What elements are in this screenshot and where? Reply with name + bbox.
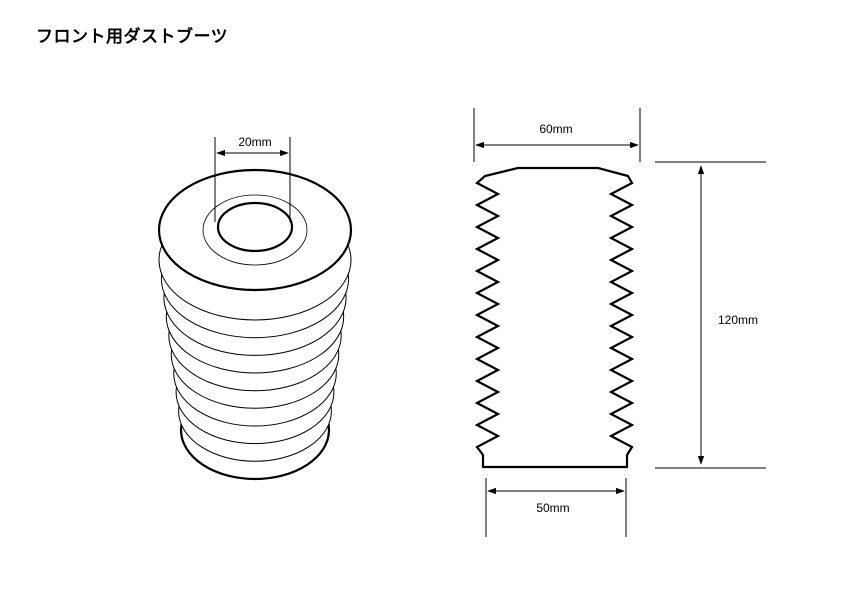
- boot-inner-ring: [202, 194, 308, 266]
- top-width-label: 60mm: [539, 122, 572, 136]
- inner-diameter-label: 20mm: [238, 135, 271, 149]
- boot-side-profile: 60mm 120mm 50mm: [473, 108, 766, 537]
- boot-top-hole: [216, 201, 294, 253]
- boot-3d-view: 20mm: [157, 135, 353, 481]
- page-title: フロント用ダストブーツ: [36, 27, 229, 47]
- boot-profile-outline: [474, 166, 635, 469]
- height-label: 120mm: [718, 313, 758, 327]
- bottom-width-label: 50mm: [536, 501, 569, 515]
